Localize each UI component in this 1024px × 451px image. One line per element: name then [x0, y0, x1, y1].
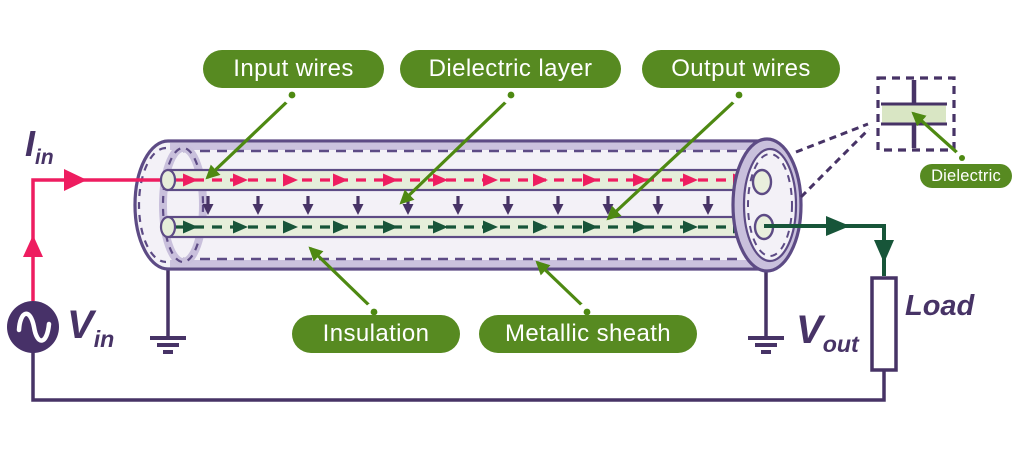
- badge-output-wires: Output wires: [642, 50, 840, 88]
- leader-lines: [205, 95, 964, 312]
- v-in-sub: in: [93, 326, 115, 352]
- output-wire-tube: [159, 215, 757, 239]
- badge-dielectric: Dielectric: [920, 164, 1012, 188]
- ground-icon: [150, 264, 186, 354]
- badge-insulation: Insulation: [292, 315, 460, 353]
- i-in-base: I: [25, 123, 36, 164]
- ground-icon: [748, 268, 784, 354]
- badge-input-wires: Input wires: [203, 50, 384, 88]
- cable-rim-top: [170, 143, 764, 150]
- input-wire-tube: [159, 168, 757, 192]
- output-down-arrow: [874, 240, 894, 263]
- label-load: Load: [905, 290, 975, 322]
- badge-metallic-sheath: Metallic sheath: [479, 315, 697, 353]
- dielectric-inset: [795, 76, 956, 199]
- sine-wave-icon: [16, 311, 52, 343]
- label-v-in: Vin: [67, 303, 114, 353]
- label-v-out: Vout: [796, 308, 859, 358]
- output-right-arrow: [826, 216, 850, 236]
- current-right-arrow: [64, 169, 87, 191]
- load-resistor: [870, 276, 898, 372]
- label-i-in: Iin: [25, 123, 54, 170]
- current-up-arrow: [23, 235, 43, 257]
- v-in-base: V: [67, 303, 94, 347]
- cable-right-cap: [731, 137, 803, 273]
- i-in-sub: in: [35, 146, 54, 170]
- cable-left-cap-dashed-arc: [137, 146, 167, 264]
- v-out-base: V: [796, 308, 823, 352]
- cable-rim-bottom: [170, 260, 764, 267]
- badge-dielectric-layer: Dielectric layer: [400, 50, 621, 88]
- output-current-arrows: [176, 220, 748, 234]
- return-wire: [31, 352, 886, 402]
- v-out-sub: out: [822, 331, 859, 357]
- ac-source: [7, 301, 59, 353]
- input-feed-wire: [31, 178, 170, 301]
